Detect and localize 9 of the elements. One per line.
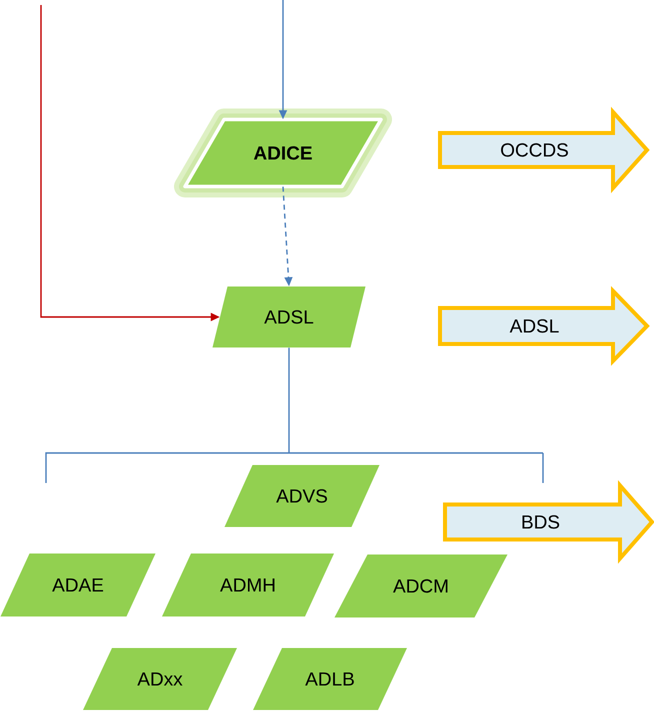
parallelogram-box: ADCM (334, 554, 508, 618)
parallelogram-box: ADSL (212, 286, 366, 348)
parallelogram-box: ADxx (83, 648, 237, 710)
bracket-line (45, 347, 544, 484)
parallelogram-box: ADAE (0, 554, 156, 616)
parallelogram-box: ADMH (162, 554, 334, 616)
parallelogram-box: ADVS (224, 465, 380, 527)
parallelogram-box: ADLB (253, 648, 407, 710)
parallelogram-box: ADICE (174, 108, 392, 198)
